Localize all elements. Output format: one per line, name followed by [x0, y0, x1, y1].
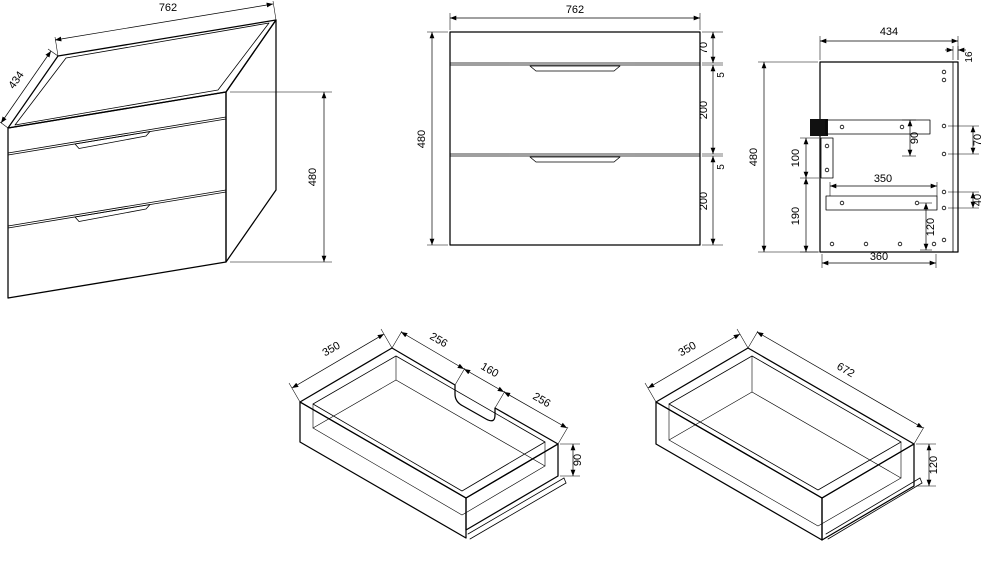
- dim-label-front-drawer1: 200: [698, 101, 710, 119]
- dim-label-back-right: 256: [531, 391, 553, 411]
- drawer-rim-inner: [312, 355, 546, 492]
- dim-label-iso-width: 762: [159, 2, 177, 14]
- drawer-side-wall: [821, 443, 915, 541]
- dim-cutout-back: 256 160 256: [391, 331, 569, 445]
- dim-label-plain-depth: 350: [677, 340, 699, 360]
- dim-label-slide-upper: 90: [909, 132, 921, 144]
- dim-bracket-upper: 100: [790, 137, 819, 179]
- front-division-lines: [449, 62, 701, 157]
- upper-slide-rail: [825, 119, 931, 135]
- dim-label-bracket-lower: 190: [790, 207, 802, 225]
- drawer-side-wall: [465, 443, 559, 531]
- drawer-cutout-body: [299, 347, 567, 540]
- dim-label-holes-upper: 70: [972, 134, 984, 146]
- dim-cutout-height: 90: [560, 443, 584, 477]
- dim-plain-height: 120: [916, 443, 940, 487]
- dim-label-side-height: 480: [748, 148, 760, 166]
- front-drawer1-handle: [529, 65, 621, 72]
- dim-side-height: 480: [748, 61, 818, 253]
- dim-label-iso-height: 480: [307, 168, 319, 186]
- dim-holes-upper: 70: [948, 125, 984, 155]
- view-side: 434 480 16 70 40: [748, 26, 984, 268]
- dim-label-side-depth: 434: [880, 26, 898, 38]
- dim-label-back-inset: 16: [964, 51, 975, 63]
- dim-label-front-width: 762: [566, 4, 584, 16]
- hanging-rail-bracket: [820, 137, 834, 179]
- dim-label-slide-length: 350: [874, 173, 892, 185]
- side-body: [810, 61, 959, 253]
- dim-slide-upper: 90: [902, 119, 921, 157]
- dim-bracket-lower: 190: [790, 178, 819, 253]
- dim-label-bracket-upper: 100: [790, 149, 802, 167]
- dim-label-cutout-depth: 350: [321, 340, 343, 360]
- side-panel-outline: [819, 61, 959, 253]
- dim-label-holes-offset: 40: [972, 194, 984, 206]
- cabinet-top-inner-rim: [14, 22, 270, 126]
- drawer-plain-body: [655, 347, 923, 541]
- drawer-rim-inner: [668, 355, 902, 491]
- dim-iso-height: 480: [230, 91, 332, 263]
- dim-holes-offset: 40: [948, 191, 984, 209]
- dim-iso-width: 762: [54, 0, 277, 57]
- drawer2-handle: [74, 204, 151, 222]
- drawer-floor: [668, 391, 902, 527]
- dim-side-depth: 434: [819, 26, 959, 60]
- dim-label-plain-height: 120: [928, 456, 940, 474]
- dim-label-back-left: 256: [428, 331, 450, 351]
- drawer-rim-outer: [655, 347, 915, 499]
- view-drawer-cutout: 350 256 160 256 90: [288, 328, 584, 540]
- lower-slide-rail: [825, 195, 938, 211]
- dim-label-cutout-height: 90: [572, 454, 584, 466]
- dim-label-front-gap-top: 5: [716, 72, 727, 78]
- dim-front-height: 480: [416, 31, 448, 246]
- dim-label-front-height: 480: [416, 130, 428, 148]
- dim-holes-lower: 120: [919, 202, 937, 251]
- front-drawer2-handle: [529, 156, 621, 163]
- drawer-floor: [312, 379, 546, 516]
- dim-label-cutout-width: 160: [479, 361, 501, 381]
- dim-back-inset: 16: [945, 46, 975, 63]
- dim-label-front-gap-mid: 5: [716, 164, 727, 170]
- dim-front-width: 762: [449, 4, 701, 30]
- dim-label-plain-width: 672: [835, 361, 857, 381]
- dim-label-front-drawer2: 200: [698, 192, 710, 210]
- mounting-bracket: [810, 119, 828, 136]
- drawer-front-panel: [299, 401, 467, 539]
- view-drawer-plain: 350 672 120: [644, 328, 940, 541]
- dim-label-holes-lower: 120: [925, 218, 937, 236]
- dim-front-right-stack: 70 5 200 5 200: [698, 31, 727, 246]
- drawer1-handle: [74, 131, 151, 149]
- view-iso-cabinet: 762 434 480: [0, 0, 332, 299]
- drawer-division-lines: [7, 116, 227, 229]
- slide-rail: [467, 477, 567, 540]
- front-body: [449, 31, 701, 246]
- dim-label-iso-depth: 434: [6, 69, 26, 91]
- cabinet-side-face: [225, 19, 277, 263]
- cabinet-body: [7, 19, 277, 299]
- slide-rail: [825, 477, 923, 540]
- dim-bottom-row: 360: [821, 251, 937, 268]
- front-outline: [449, 31, 701, 246]
- drill-holes: [824, 69, 947, 247]
- dim-label-bottom-row: 360: [870, 251, 888, 263]
- drawer-front-panel: [655, 401, 823, 541]
- dim-plain-width: 672: [747, 330, 925, 445]
- dim-plain-depth: 350: [644, 328, 749, 403]
- drawer-rim-with-cutout: [299, 347, 559, 499]
- dim-iso-depth: 434: [0, 48, 59, 129]
- dim-slide-length: 350: [829, 173, 938, 196]
- dim-label-front-top-rail: 70: [698, 42, 710, 54]
- cabinet-top-face: [7, 19, 277, 129]
- view-front: 762 480 70 5 200 5 200: [416, 4, 727, 246]
